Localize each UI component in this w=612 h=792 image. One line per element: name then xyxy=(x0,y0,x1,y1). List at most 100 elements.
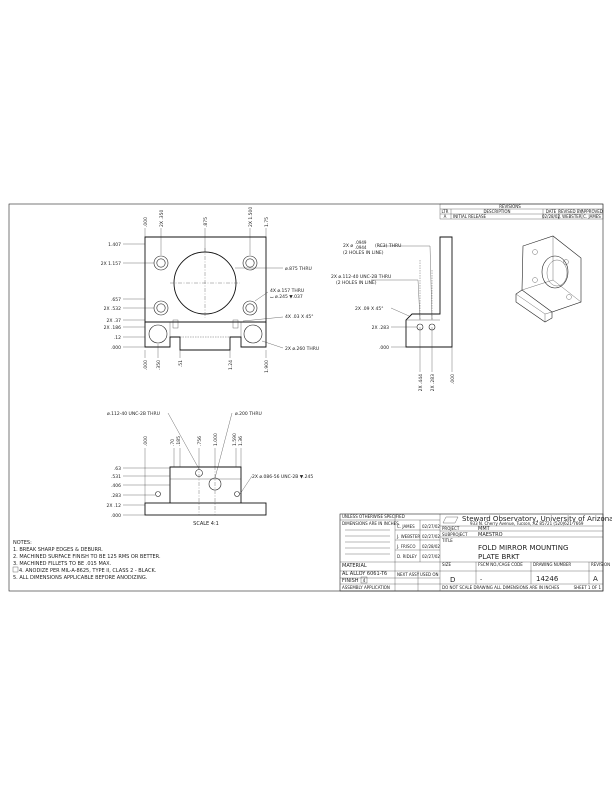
notes: NOTES: 1. BREAK SHARP EDGES & DEBURR. 2.… xyxy=(12,540,161,581)
bottom-left-dim-1: .531 xyxy=(111,474,121,480)
bottom-view: ø.112-40 UNC-2B THRU ø.200 THRU 2X ø.086… xyxy=(106,411,313,527)
front-bottom-dim-3: 1.24 xyxy=(228,360,234,370)
note-2: 2. MACHINED SURFACE FINISH TO BE 125 RMS… xyxy=(13,554,161,560)
bottom-top-dim-0: .000 xyxy=(143,436,149,446)
scale-label: SCALE 4:1 xyxy=(193,521,219,527)
tb-used-on: USED ON xyxy=(420,572,439,577)
side-callout-c: .0944 xyxy=(355,245,367,250)
side-callout-a: 2X ø xyxy=(343,243,353,249)
front-bottom-dim-0: .000 xyxy=(143,360,149,370)
side-callout-mid-b: (2 HOLES IN LINE) xyxy=(336,280,377,286)
front-left-dim-5: 2X .186 xyxy=(104,325,122,331)
side-callout-d: (RC3) THRU xyxy=(375,243,401,249)
callout-4x-holes-b: ⌴ ø.245 ▼.037 xyxy=(270,294,303,300)
bottom-top-dim-2: .185 xyxy=(176,436,182,446)
tb-project-label: PROJECT xyxy=(442,526,460,531)
tb-name-1: J. WEBSTER xyxy=(396,534,420,539)
bottom-top-dim-1: .70 xyxy=(170,439,176,446)
tb-material: AL ALLOY 6061-T6 xyxy=(342,571,387,577)
front-top-dim-4: 1.75 xyxy=(264,217,270,227)
tb-tol-header-2: DIMENSIONS ARE IN INCHES xyxy=(342,521,399,526)
side-bottom-dim-0: 2X .444 xyxy=(418,374,424,392)
tb-date-2: 02/28/02 xyxy=(422,544,440,549)
bottom-left-dim-0: .63 xyxy=(114,466,121,472)
front-left-dim-7: .000 xyxy=(111,345,121,351)
tb-size-label: SIZE xyxy=(442,562,451,567)
rev-row-date: 02/28/02 xyxy=(542,214,560,219)
bottom-top-dim-6: 1.36 xyxy=(238,436,244,446)
tb-name-0: C. JAMES xyxy=(397,524,415,529)
note-flag-box xyxy=(12,566,19,573)
tb-cage: - xyxy=(480,576,482,583)
side-view: 2X ø .0949 .0944 (RC3) THRU (2 HOLES IN … xyxy=(331,236,456,392)
front-left-dim-4: 2X .37 xyxy=(106,318,121,324)
tb-rev: A xyxy=(593,575,598,583)
bottom-left-dim-2: .406 xyxy=(111,483,121,489)
tb-tol-header-1: UNLESS OTHERWISE SPECIFIED xyxy=(342,514,405,519)
tb-address: 933 N. Cherry Avenue, Tucson, AZ 85721 (… xyxy=(470,521,584,526)
tb-dwg-no: 14246 xyxy=(536,575,559,583)
front-left-dim-6: .12 xyxy=(114,335,121,341)
observatory-logo-icon xyxy=(442,516,459,524)
callout-chamfer: 4X .03 X 45° xyxy=(285,314,313,320)
tb-dwg-label: DRAWING NUMBER xyxy=(533,562,571,567)
front-bottom-dim-2: .51 xyxy=(178,360,184,367)
sheet-border xyxy=(8,203,604,592)
rev-row-revby: J. WEBSTER xyxy=(557,214,581,219)
bottom-top-dim-5: 1.590 xyxy=(232,433,238,446)
tb-project: MMT xyxy=(478,526,491,532)
tb-name-2: J. FRISCO xyxy=(396,544,415,549)
tb-org: Steward Observatory, University of Arizo… xyxy=(462,515,612,523)
front-top-dim-3: 2X 1.500 xyxy=(248,207,254,227)
title-block: UNLESS OTHERWISE SPECIFIED DIMENSIONS AR… xyxy=(339,513,612,592)
bottom-left-dim-3: .283 xyxy=(111,493,121,499)
tb-cage-label: FSCM NO./CAGE CODE xyxy=(478,562,523,567)
tb-rev-label: REVISION xyxy=(591,562,610,567)
front-left-dim-1: 2X 1.157 xyxy=(101,261,121,267)
side-bottom-dim-2: .000 xyxy=(450,374,456,384)
side-chamfer: 2X .09 X 45° xyxy=(355,306,383,312)
tb-finish-flag-box xyxy=(360,576,368,584)
front-top-dim-0: .000 xyxy=(143,217,149,227)
rev-row-desc: INITIAL RELEASE xyxy=(453,214,487,219)
note-3: 3. MACHINED FILLETS TO BE .015 MAX. xyxy=(13,561,112,567)
front-left-dim-0: 1.407 xyxy=(108,242,121,248)
revisions-table: REVISIONS LTR DESCRIPTION DATE REVISED B… xyxy=(439,203,604,220)
tb-finish-flag: 4 xyxy=(363,578,366,583)
front-left-dim-2: .657 xyxy=(111,297,121,303)
bottom-left-dim-4: 2X .12 xyxy=(106,503,121,509)
tb-material-label: MATERIAL xyxy=(342,563,367,569)
rev-header-date: DATE xyxy=(546,209,557,214)
tb-footer: DO NOT SCALE DRAWING ALL DIMENSIONS ARE … xyxy=(442,585,560,590)
tb-subproject: MAESTRO xyxy=(478,532,503,538)
bottom-top-dim-4: 1.000 xyxy=(213,433,219,446)
bottom-callout-left: ø.112-40 UNC-2B THRU xyxy=(107,411,160,417)
front-view: .000 2X .350 .875 2X 1.500 1.75 1.407 2X… xyxy=(101,207,319,373)
isometric-view xyxy=(515,235,582,323)
callout-4x-holes-a: 4X ø.157 THRU xyxy=(270,288,304,294)
rev-header-desc: DESCRIPTION xyxy=(483,209,510,214)
tb-title-label: TITLE xyxy=(441,538,453,543)
front-bottom-dim-4: 1.900 xyxy=(264,360,270,373)
bottom-callout-tap: 2X ø.086-56 UNC-2B ▼.245 xyxy=(252,474,313,480)
tb-date-3: 02/27/02 xyxy=(422,554,440,559)
side-callout-e: (2 HOLES IN LINE) xyxy=(343,250,384,256)
note-4: 4. ANODIZE PER MIL-A-8625, TYPE II, CLAS… xyxy=(19,568,157,574)
note-1: 1. BREAK SHARP EDGES & DEBURR. xyxy=(13,547,103,553)
bottom-top-dim-3: .756 xyxy=(197,436,203,446)
rev-header-revby: REVISED BY xyxy=(558,209,582,214)
side-left-dim-0: 2X .283 xyxy=(372,325,390,331)
bottom-left-dim-5: .000 xyxy=(111,513,121,519)
tb-subproject-label: SUBPROJECT xyxy=(442,532,468,537)
side-bottom-dim-1: 2X .283 xyxy=(430,374,436,392)
side-callout-mid-a: 2X ø.112-40 UNC-2B THRU xyxy=(331,274,391,280)
revisions-title: REVISIONS xyxy=(499,204,521,209)
rev-header-approved: APPROVED xyxy=(581,209,603,214)
tb-title-2: PLATE BRKT xyxy=(478,553,520,561)
side-callout-b: .0949 xyxy=(355,240,367,245)
front-bottom-dim-1: .350 xyxy=(156,360,162,370)
tb-date-1: 02/27/02 xyxy=(422,534,440,539)
callout-bore: ø.875 THRU xyxy=(285,266,312,272)
tb-sheet: SHEET 1 OF 1 xyxy=(574,585,602,590)
